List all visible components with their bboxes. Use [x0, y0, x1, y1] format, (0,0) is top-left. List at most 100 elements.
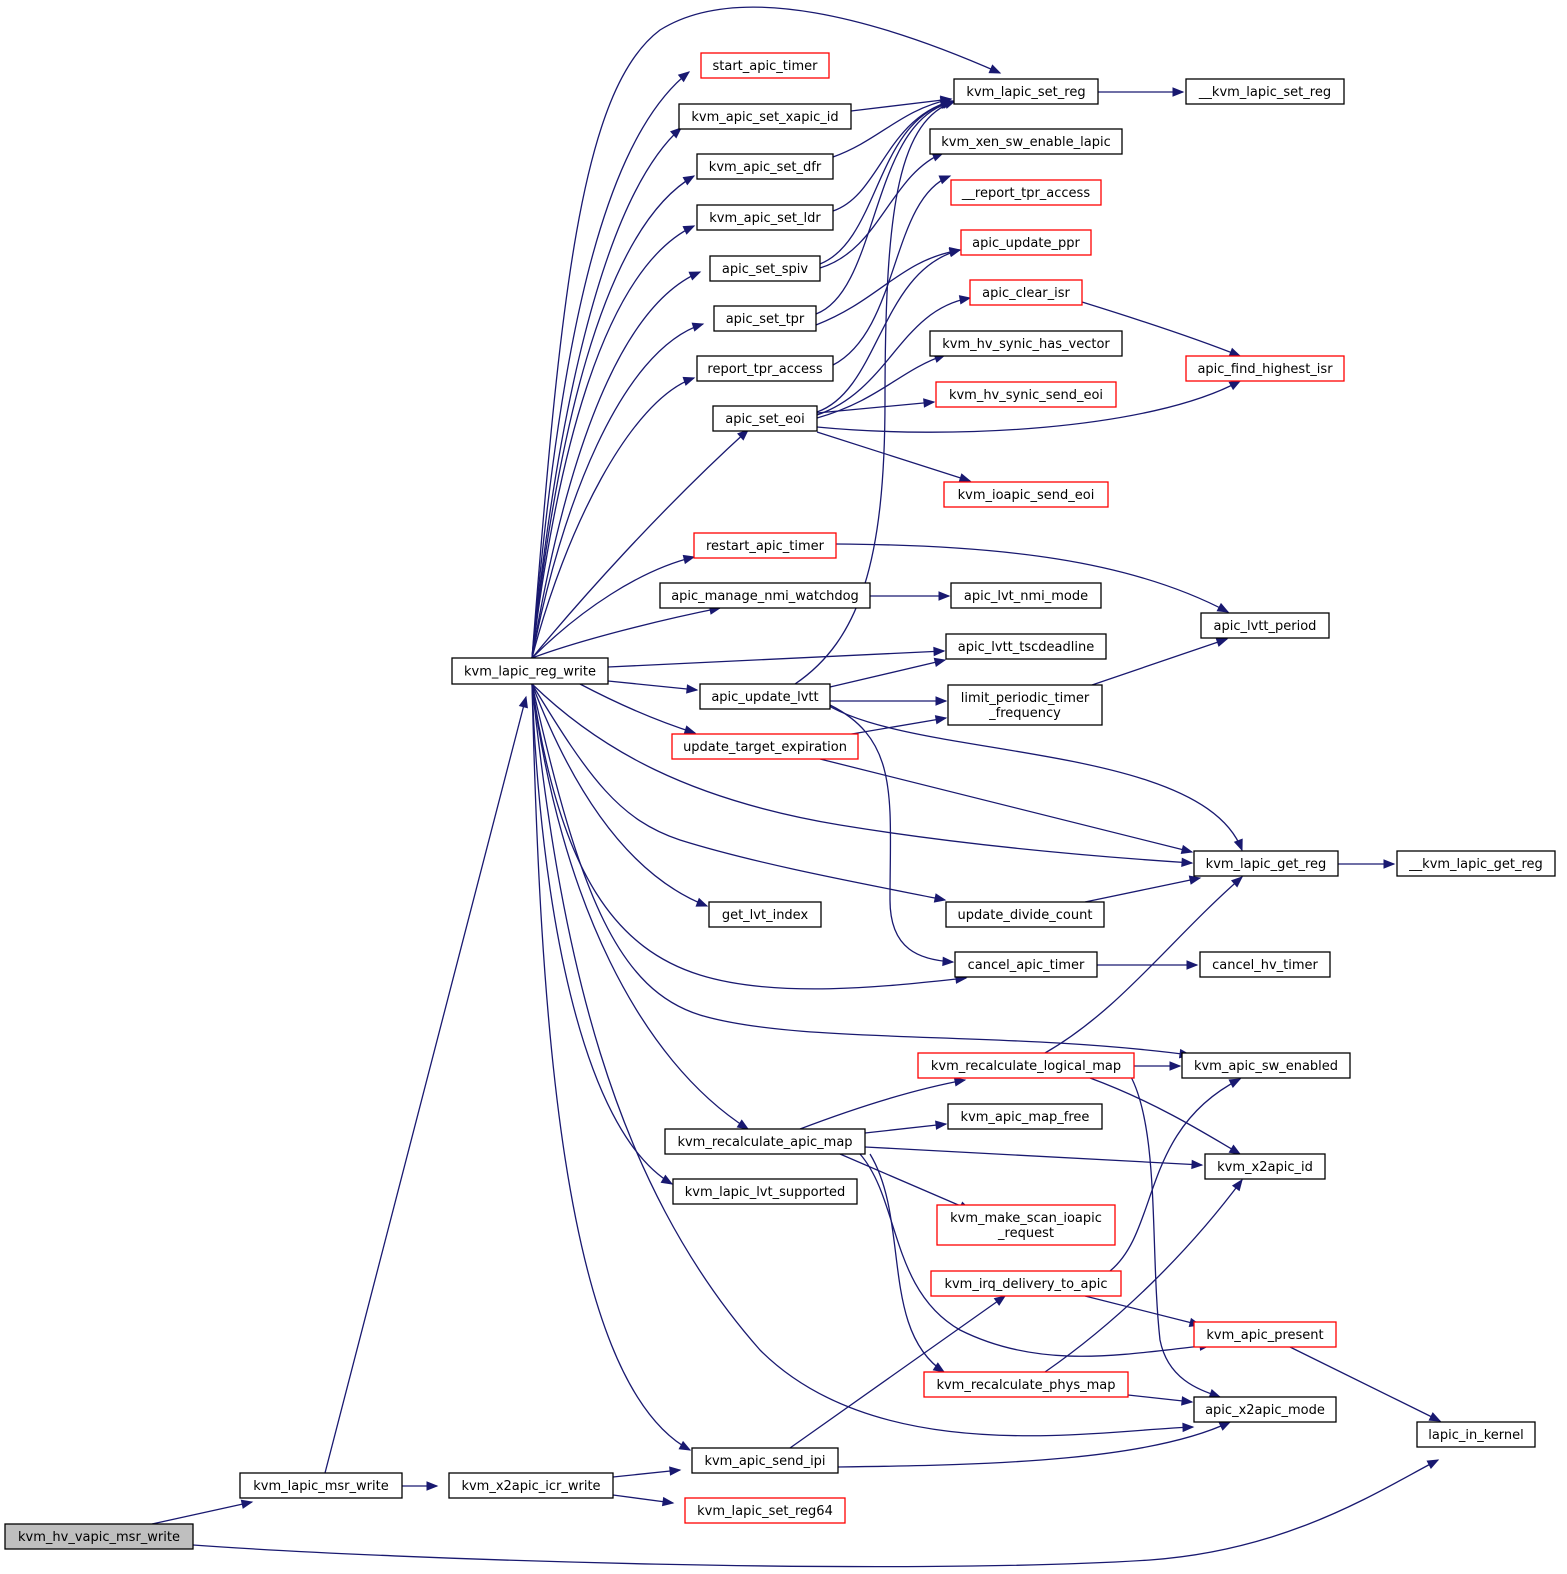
node-box[interactable] [923, 1371, 1129, 1398]
node-box[interactable] [712, 405, 818, 432]
node-kvm_hv_synic_has_vector[interactable]: kvm_hv_synic_has_vector [929, 330, 1123, 357]
node-box[interactable] [451, 657, 609, 685]
node-box[interactable] [696, 355, 834, 382]
node-kvm_lapic_reg_write[interactable]: kvm_lapic_reg_write [451, 657, 609, 685]
node-box[interactable] [691, 1447, 839, 1474]
node-kvm_apic_set_ldr[interactable]: kvm_apic_set_ldr [696, 204, 834, 231]
node-box[interactable] [696, 204, 834, 231]
node-cancel_apic_timer[interactable]: cancel_apic_timer [954, 951, 1098, 978]
node-box[interactable] [945, 901, 1105, 928]
node-apic_x2apic_mode[interactable]: apic_x2apic_mode [1193, 1396, 1337, 1423]
node-__report_tpr_access[interactable]: __report_tpr_access [950, 179, 1102, 206]
node-lapic_in_kernel[interactable]: lapic_in_kernel [1416, 1421, 1536, 1448]
node-box[interactable] [700, 52, 830, 79]
node-apic_lvtt_tscdeadline[interactable]: apic_lvtt_tscdeadline [945, 633, 1107, 660]
node-apic_lvtt_period[interactable]: apic_lvtt_period [1200, 612, 1330, 639]
node-box[interactable] [693, 532, 837, 559]
node-apic_update_ppr[interactable]: apic_update_ppr [960, 229, 1092, 256]
node-kvm_apic_set_xapic_id[interactable]: kvm_apic_set_xapic_id [678, 103, 852, 130]
node-box[interactable] [713, 305, 817, 332]
node-apic_find_highest_isr[interactable]: apic_find_highest_isr [1185, 355, 1345, 382]
node-box[interactable] [929, 330, 1123, 357]
node-kvm_recalculate_logical_map[interactable]: kvm_recalculate_logical_map [917, 1052, 1135, 1079]
node-apic_manage_nmi_watchdog[interactable]: apic_manage_nmi_watchdog [659, 582, 871, 609]
node-kvm_recalculate_apic_map[interactable]: kvm_recalculate_apic_map [664, 1128, 866, 1155]
node-box[interactable] [671, 733, 859, 760]
node-box[interactable] [448, 1472, 614, 1499]
node-kvm_lapic_get_reg[interactable]: kvm_lapic_get_reg [1193, 850, 1339, 877]
node-box[interactable] [930, 1270, 1122, 1297]
node-kvm_x2apic_icr_write[interactable]: kvm_x2apic_icr_write [448, 1472, 614, 1499]
node-box[interactable] [684, 1497, 846, 1524]
node-box[interactable] [945, 633, 1107, 660]
node-box[interactable] [1181, 1052, 1351, 1079]
node-box[interactable] [696, 153, 834, 180]
node-box[interactable] [678, 103, 852, 130]
node-get_lvt_index[interactable]: get_lvt_index [708, 901, 822, 928]
node-kvm_apic_present[interactable]: kvm_apic_present [1193, 1321, 1337, 1348]
node-box[interactable] [947, 684, 1103, 726]
node-update_target_expiration[interactable]: update_target_expiration [671, 733, 859, 760]
node-box[interactable] [1193, 850, 1339, 877]
node-box[interactable] [708, 901, 822, 928]
node-box[interactable] [1200, 612, 1330, 639]
node-report_tpr_access[interactable]: report_tpr_access [696, 355, 834, 382]
node-box[interactable] [239, 1472, 403, 1499]
node-kvm_lapic_set_reg64[interactable]: kvm_lapic_set_reg64 [684, 1497, 846, 1524]
node-start_apic_timer[interactable]: start_apic_timer [700, 52, 830, 79]
node-__kvm_lapic_get_reg[interactable]: __kvm_lapic_get_reg [1396, 850, 1556, 877]
node-kvm_ioapic_send_eoi[interactable]: kvm_ioapic_send_eoi [943, 481, 1109, 508]
node-kvm_lapic_msr_write[interactable]: kvm_lapic_msr_write [239, 1472, 403, 1499]
node-kvm_hv_synic_send_eoi[interactable]: kvm_hv_synic_send_eoi [935, 381, 1117, 408]
node-box[interactable] [1199, 951, 1331, 978]
node-kvm_apic_send_ipi[interactable]: kvm_apic_send_ipi [691, 1447, 839, 1474]
node-box[interactable] [1396, 850, 1556, 877]
node-restart_apic_timer[interactable]: restart_apic_timer [693, 532, 837, 559]
node-box[interactable] [917, 1052, 1135, 1079]
node-box[interactable] [950, 582, 1102, 609]
node-kvm_xen_sw_enable_lapic[interactable]: kvm_xen_sw_enable_lapic [929, 128, 1123, 155]
node-box[interactable] [943, 481, 1109, 508]
node-box[interactable] [953, 78, 1099, 105]
node-cancel_hv_timer[interactable]: cancel_hv_timer [1199, 951, 1331, 978]
node-box[interactable] [1185, 78, 1345, 105]
node-box[interactable] [960, 229, 1092, 256]
node-box[interactable] [659, 582, 871, 609]
node-box[interactable] [1416, 1421, 1536, 1448]
node-kvm_hv_vapic_msr_write[interactable]: kvm_hv_vapic_msr_write [4, 1523, 194, 1550]
node-box[interactable] [954, 951, 1098, 978]
node-apic_set_eoi[interactable]: apic_set_eoi [712, 405, 818, 432]
node-apic_set_tpr[interactable]: apic_set_tpr [713, 305, 817, 332]
node-kvm_irq_delivery_to_apic[interactable]: kvm_irq_delivery_to_apic [930, 1270, 1122, 1297]
node-kvm_apic_map_free[interactable]: kvm_apic_map_free [947, 1103, 1103, 1130]
node-box[interactable] [699, 683, 831, 710]
node-apic_clear_isr[interactable]: apic_clear_isr [969, 279, 1083, 306]
node-kvm_apic_sw_enabled[interactable]: kvm_apic_sw_enabled [1181, 1052, 1351, 1079]
node-box[interactable] [664, 1128, 866, 1155]
node-box[interactable] [672, 1178, 858, 1205]
node-kvm_apic_set_dfr[interactable]: kvm_apic_set_dfr [696, 153, 834, 180]
node-kvm_make_scan_ioapic_request[interactable]: kvm_make_scan_ioapic_request [936, 1204, 1116, 1246]
node-box[interactable] [929, 128, 1123, 155]
node-box[interactable] [1193, 1396, 1337, 1423]
node-kvm_lapic_lvt_supported[interactable]: kvm_lapic_lvt_supported [672, 1178, 858, 1205]
node-box[interactable] [4, 1523, 194, 1550]
node-box[interactable] [935, 381, 1117, 408]
node-box[interactable] [1193, 1321, 1337, 1348]
node-box[interactable] [969, 279, 1083, 306]
node-__kvm_lapic_set_reg[interactable]: __kvm_lapic_set_reg [1185, 78, 1345, 105]
node-box[interactable] [1204, 1153, 1326, 1180]
node-apic_update_lvtt[interactable]: apic_update_lvtt [699, 683, 831, 710]
node-box[interactable] [1185, 355, 1345, 382]
node-kvm_recalculate_phys_map[interactable]: kvm_recalculate_phys_map [923, 1371, 1129, 1398]
node-kvm_lapic_set_reg[interactable]: kvm_lapic_set_reg [953, 78, 1099, 105]
node-apic_set_spiv[interactable]: apic_set_spiv [709, 255, 821, 282]
node-box[interactable] [950, 179, 1102, 206]
node-box[interactable] [709, 255, 821, 282]
node-apic_lvt_nmi_mode[interactable]: apic_lvt_nmi_mode [950, 582, 1102, 609]
node-kvm_x2apic_id[interactable]: kvm_x2apic_id [1204, 1153, 1326, 1180]
node-update_divide_count[interactable]: update_divide_count [945, 901, 1105, 928]
node-box[interactable] [936, 1204, 1116, 1246]
node-box[interactable] [947, 1103, 1103, 1130]
node-limit_periodic_timer_frequency[interactable]: limit_periodic_timer_frequency [947, 684, 1103, 726]
